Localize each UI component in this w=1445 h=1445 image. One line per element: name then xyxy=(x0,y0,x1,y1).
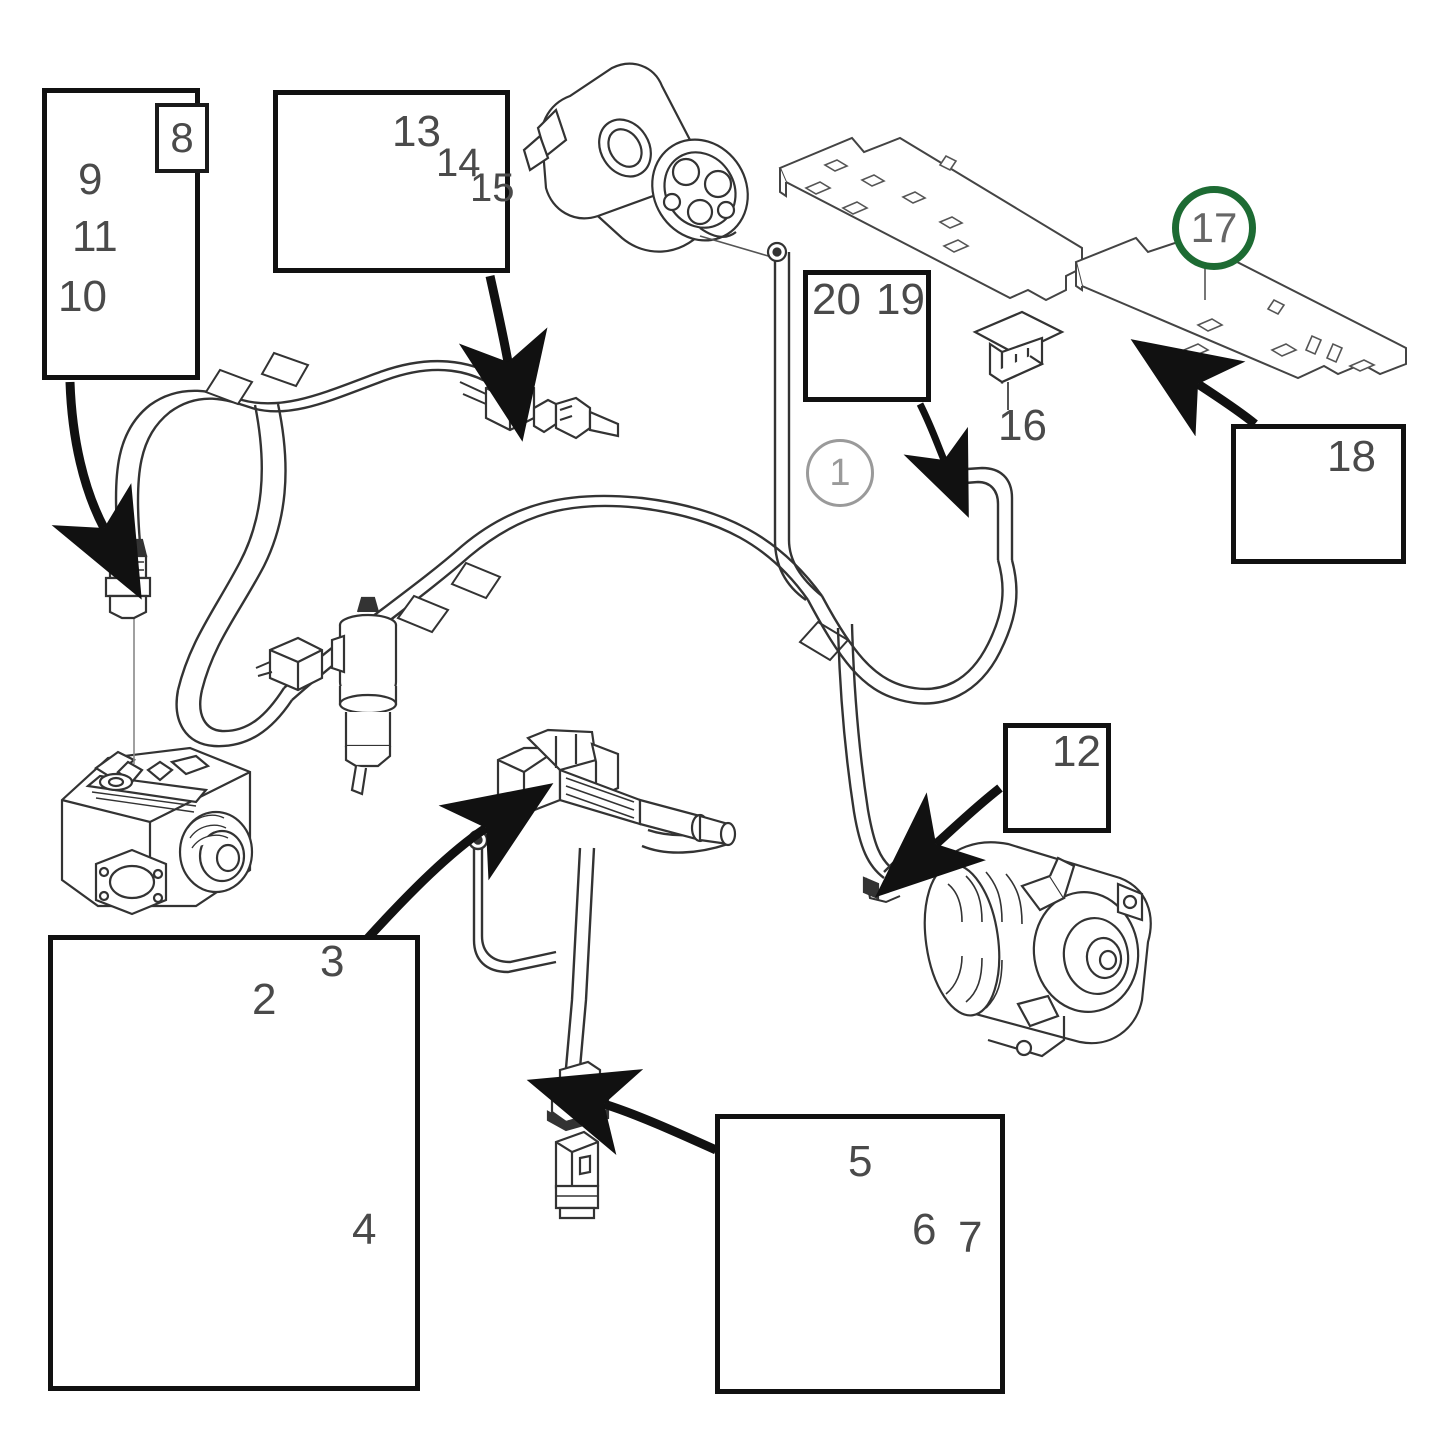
arrow-box2-to-connector xyxy=(364,783,554,942)
callout-3-label: 3 xyxy=(320,937,345,986)
callout-19-label: 19 xyxy=(876,275,925,324)
callout-9-label: 9 xyxy=(78,155,103,204)
callout-16-label: 16 xyxy=(998,401,1047,450)
callout-17-circle-highlighted[interactable]: 17 xyxy=(1172,186,1256,270)
callout-4[interactable]: 4 xyxy=(352,1208,376,1252)
cover-shield-rear-artwork xyxy=(778,136,1083,302)
callout-arrows xyxy=(51,275,1258,1156)
callout-19[interactable]: 19 xyxy=(876,278,925,322)
callout-4-label: 4 xyxy=(352,1205,377,1254)
callout-18-label: 18 xyxy=(1327,432,1376,481)
callout-6[interactable]: 6 xyxy=(912,1208,936,1252)
callout-17-label: 17 xyxy=(1190,204,1238,251)
callout-2[interactable]: 2 xyxy=(252,978,276,1022)
callout-15[interactable]: 15 xyxy=(470,168,515,208)
callout-3[interactable]: 3 xyxy=(320,940,344,984)
callout-13-label: 13 xyxy=(392,107,441,156)
callout-12[interactable]: 12 xyxy=(1052,730,1101,774)
detail-box-18 xyxy=(1231,424,1406,564)
main-harness-artwork xyxy=(114,252,1018,1069)
arrow-box20-to-lead xyxy=(903,402,969,518)
callout-1-circle[interactable]: 1 xyxy=(806,439,874,507)
callout-5[interactable]: 5 xyxy=(848,1140,872,1184)
callout-6-label: 6 xyxy=(912,1205,937,1254)
arrow-box18-to-cover xyxy=(1130,339,1258,437)
pressure-switch-artwork xyxy=(546,1060,610,1220)
callout-7-label: 7 xyxy=(958,1213,983,1262)
arrow-box12-to-terminal xyxy=(875,784,1003,898)
arrow-box13-to-sensor xyxy=(458,275,548,442)
callout-8-label: 8 xyxy=(170,114,194,161)
callout-9[interactable]: 9 xyxy=(78,158,102,202)
callout-2-label: 2 xyxy=(252,975,277,1024)
alternator-artwork xyxy=(862,841,1152,1058)
callout-11-label: 11 xyxy=(72,212,118,261)
callout-5-label: 5 xyxy=(848,1137,873,1186)
detail-box-12 xyxy=(1003,723,1111,833)
callout-10[interactable]: 10 xyxy=(58,275,107,319)
detail-box-2 xyxy=(48,935,420,1391)
callout-18[interactable]: 18 xyxy=(1327,435,1376,479)
callout-8-box[interactable]: 8 xyxy=(155,103,209,173)
callout-1-label: 1 xyxy=(829,451,851,494)
callout-14-label: 14 xyxy=(436,141,481,185)
callout-11[interactable]: 11 xyxy=(72,215,118,259)
starter-motor-artwork xyxy=(522,62,788,263)
arrow-box8-to-connector xyxy=(51,381,142,600)
detail-box-13 xyxy=(273,90,510,273)
callout-10-label: 10 xyxy=(58,272,107,321)
temp-sensor-artwork xyxy=(459,370,620,440)
callout-13[interactable]: 13 xyxy=(392,110,441,154)
callout-20-label: 20 xyxy=(812,275,861,324)
fuel-solenoid-artwork xyxy=(255,596,398,796)
callout-12-label: 12 xyxy=(1052,727,1101,776)
harness-clip-16-artwork xyxy=(972,310,1065,410)
callout-14[interactable]: 14 xyxy=(436,143,481,183)
left-harness-connector-artwork xyxy=(104,538,152,620)
arrow-box5-to-switch xyxy=(526,1069,718,1156)
injection-pump-artwork xyxy=(60,610,254,916)
callout-7[interactable]: 7 xyxy=(958,1216,982,1260)
detail-box-5 xyxy=(715,1114,1005,1394)
callout-20[interactable]: 20 xyxy=(812,278,861,322)
callout-16[interactable]: 16 xyxy=(998,404,1047,448)
main-connector-block-artwork xyxy=(496,728,737,847)
detail-box-20 xyxy=(803,270,931,402)
callout-15-label: 15 xyxy=(470,166,515,210)
